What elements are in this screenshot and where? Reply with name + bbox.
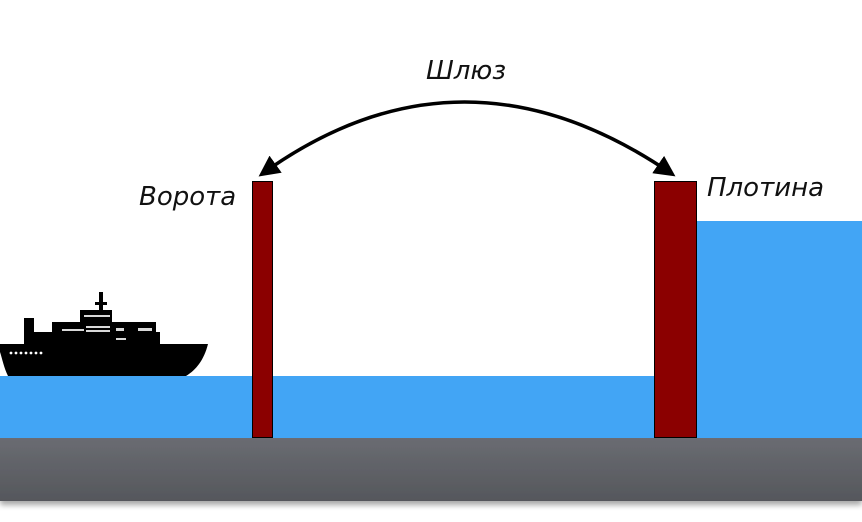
upper-water — [696, 221, 862, 438]
gate-label: Ворота — [139, 182, 237, 212]
lock-label: Шлюз — [426, 56, 507, 86]
lower-water — [0, 376, 655, 438]
gate-wall — [252, 181, 273, 438]
dam-wall — [654, 181, 697, 438]
ship-icon — [0, 292, 208, 376]
ground — [0, 437, 862, 501]
dam-label: Плотина — [707, 173, 825, 203]
lock-span-arrow — [258, 100, 676, 177]
